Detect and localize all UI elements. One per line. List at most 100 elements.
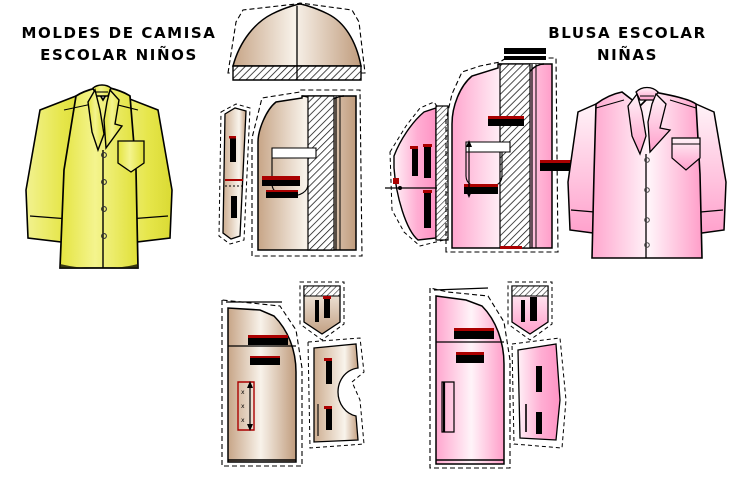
boys-back-dart-arrow-down xyxy=(247,424,253,431)
girls-front-facing xyxy=(500,64,530,248)
girls-sleeve-corner-mark xyxy=(393,178,399,184)
girls-front-top-marking-2 xyxy=(504,56,546,60)
boys-front-body xyxy=(258,96,356,250)
boys-collar-marking-2 xyxy=(326,408,332,430)
girls-collar-marking-1 xyxy=(536,366,542,392)
boys-back-dart-x-3: x xyxy=(241,417,245,424)
boys-collar-marking-1 xyxy=(326,360,332,384)
girls-back-top-line xyxy=(434,288,488,290)
girls-front-marking-3 xyxy=(464,187,498,194)
shirt-buttons xyxy=(102,153,107,239)
blouse-right-shoulder-line xyxy=(670,100,696,108)
boys-back-marking-2 xyxy=(250,358,280,365)
girls-front-pocket-placement xyxy=(466,142,510,152)
girls-back-marking-2-tab xyxy=(456,352,484,356)
boys-back-dart-arrow-up xyxy=(247,381,253,388)
boys-collar-band-marking-1-tab xyxy=(229,136,236,139)
boys-collar-band-body xyxy=(223,108,246,239)
boys-back-allowance xyxy=(222,300,302,466)
girls-back-marking-1 xyxy=(454,331,494,339)
boys-front-facing xyxy=(308,96,334,250)
boys-collar-marking-2-tab xyxy=(324,406,332,409)
boys-front-marking-2 xyxy=(266,192,298,198)
boys-collar-band-pattern xyxy=(219,104,250,244)
girls-sleeve-pattern xyxy=(385,102,448,246)
blouse-buttons xyxy=(645,158,650,248)
boys-collar-pattern xyxy=(308,338,364,448)
boys-pocket-marking-2-tab xyxy=(323,296,331,299)
boys-back-bodice-pattern: x x x xyxy=(222,300,302,466)
shirt-hem-shadow xyxy=(60,264,138,269)
boys-pocket-allowance xyxy=(300,282,344,340)
girls-front-hem-mark xyxy=(500,246,522,249)
shirt-front-illustration xyxy=(26,85,172,269)
shirt-left-yoke-line xyxy=(64,104,92,110)
boys-pocket-pattern xyxy=(300,282,344,340)
girls-pocket-allowance xyxy=(508,282,552,340)
girls-sleeve-marking-3 xyxy=(424,192,431,228)
boys-front-marking-1-tab xyxy=(262,176,300,181)
blouse-chest-pocket xyxy=(672,138,700,170)
girls-front-marking-2 xyxy=(540,163,574,171)
boys-sleeve-seam-allowance xyxy=(228,3,365,73)
girls-front-grain-arrow-up xyxy=(466,140,472,147)
girls-front-grain-arrow-down xyxy=(466,191,472,198)
blouse-left-lapel xyxy=(628,94,646,154)
boys-front-marking-1 xyxy=(262,180,300,186)
blouse-left-shoulder-line xyxy=(596,100,624,108)
girls-front-bodice-pattern xyxy=(446,48,574,252)
girls-collar-allowance xyxy=(512,338,566,448)
girls-sleeve-marking-2 xyxy=(424,146,431,178)
page-title-left: MOLDES DE CAMISA ESCOLAR NIÑOS xyxy=(21,24,217,64)
girls-front-allowance xyxy=(446,58,558,252)
boys-back-dart-x-1: x xyxy=(241,389,245,396)
boys-back-dart-box xyxy=(238,382,254,430)
shirt-left-lapel xyxy=(88,90,104,150)
girls-sleeve-marking-1-tab xyxy=(410,146,418,149)
girls-pocket-marking-2 xyxy=(530,297,537,321)
boys-pocket-marking-1 xyxy=(315,300,319,322)
boys-collar-allowance xyxy=(308,338,364,448)
boys-sleeve-pattern xyxy=(228,3,365,80)
boys-pocket-hem-band xyxy=(304,286,340,296)
girls-front-marking-1-tab xyxy=(488,116,524,120)
boys-front-bodice-pattern xyxy=(252,90,362,256)
girls-pocket-hem-band xyxy=(512,286,548,296)
girls-back-dart-box xyxy=(442,382,454,432)
boys-collar-band-marking-2 xyxy=(231,196,237,218)
boys-back-marking-1-tab xyxy=(248,335,288,339)
girls-collar-marking-2 xyxy=(536,412,542,434)
girls-pocket-pattern xyxy=(508,282,552,340)
boys-collar-marking-1-tab xyxy=(324,358,332,361)
girls-front-marking-3-tab xyxy=(464,184,498,188)
girls-collar-pattern xyxy=(512,338,566,448)
boys-collar-band-allowance xyxy=(219,104,250,244)
girls-back-marking-1-tab xyxy=(454,328,494,332)
girls-back-allowance xyxy=(430,288,510,468)
girls-front-marking-2-tab xyxy=(540,160,574,164)
blouse-body xyxy=(592,92,702,258)
boys-back-dart-x-2: x xyxy=(241,403,245,410)
girls-back-body xyxy=(436,296,504,464)
boys-back-marking-2-tab xyxy=(250,356,280,359)
boys-front-pocket-placement xyxy=(272,148,316,158)
girls-front-top-marking-1 xyxy=(504,48,546,54)
shirt-chest-pocket xyxy=(118,141,144,172)
boys-back-marking-1 xyxy=(248,338,288,345)
boys-front-allowance xyxy=(252,90,362,256)
boys-collar-band-marking-1 xyxy=(230,138,236,162)
boys-pocket-marking-2 xyxy=(324,298,330,318)
blouse-front-illustration xyxy=(568,88,726,259)
girls-sleeve-marking-3-tab xyxy=(423,190,432,193)
shirt-right-lapel xyxy=(104,90,122,148)
girls-sleeve-grain-dot xyxy=(398,186,402,190)
girls-front-marking-1 xyxy=(488,119,524,126)
girls-pocket-marking-1 xyxy=(521,300,525,322)
boys-collar-body xyxy=(314,344,358,442)
girls-sleeve-marking-2-tab xyxy=(423,144,432,147)
blouse-right-lapel xyxy=(648,94,670,152)
page-title-right: BLUSA ESCOLAR NIÑAS xyxy=(548,24,707,64)
girls-sleeve-marking-1 xyxy=(412,148,418,176)
